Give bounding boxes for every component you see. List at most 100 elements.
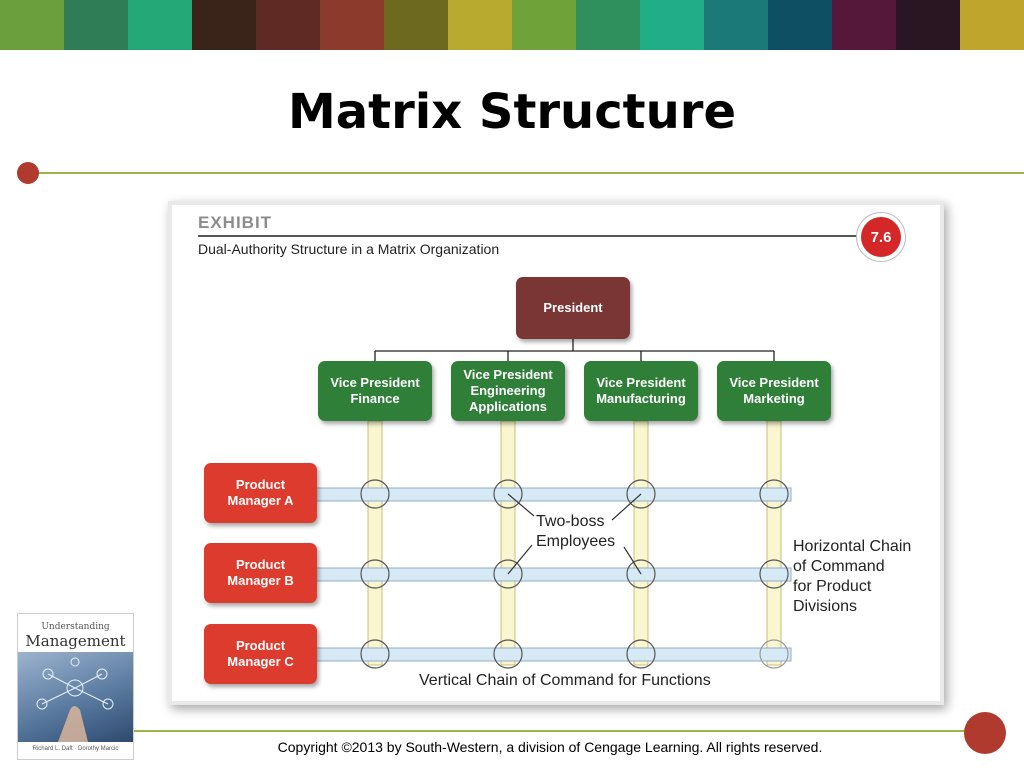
band-segment — [512, 0, 576, 50]
text-line: Vice President — [596, 375, 686, 390]
text-line: of Command — [793, 558, 885, 575]
band-segment — [64, 0, 128, 50]
text-line: Vice President — [729, 375, 819, 390]
band-segment — [128, 0, 192, 50]
title-bullet-dot — [17, 162, 39, 184]
text-line: Divisions — [793, 598, 858, 615]
text-line: Applications — [468, 399, 547, 414]
book-cover-title: Management — [25, 632, 126, 650]
band-segment — [768, 0, 832, 50]
book-cover-art — [18, 652, 133, 742]
two-boss-node-b3 — [626, 559, 656, 589]
text-line: Finance — [350, 391, 400, 406]
exhibit-subtitle: Dual-Authority Structure in a Matrix Org… — [198, 241, 500, 257]
header-color-band — [0, 0, 1024, 50]
book-cover-network-icon — [36, 657, 114, 742]
band-segment — [192, 0, 256, 50]
two-boss-node-a1 — [360, 479, 390, 509]
book-cover: Understanding Management Richard L. Daft… — [17, 613, 134, 760]
copyright-notice: Copyright ©2013 by South-Western, a divi… — [277, 739, 823, 755]
two-boss-node-c4 — [759, 639, 789, 669]
band-segment — [704, 0, 768, 50]
text-line: Engineering — [470, 383, 546, 398]
band-segment — [832, 0, 896, 50]
band-segment — [0, 0, 64, 50]
text-line: Two-boss — [536, 513, 605, 530]
text-line: Product — [235, 638, 286, 653]
exhibit-divider — [198, 235, 863, 237]
president-box: President — [516, 277, 630, 339]
book-cover-subtitle: Understanding — [41, 622, 110, 632]
footer-divider — [134, 730, 966, 732]
vertical-chain-label: Vertical Chain of Command for Functions — [419, 672, 711, 689]
two-boss-node-c2 — [493, 639, 523, 669]
slide-title: Matrix Structure — [287, 84, 737, 140]
band-segment — [960, 0, 1024, 50]
band-segment — [640, 0, 704, 50]
vertical-band-marketing — [766, 420, 782, 666]
pointer-a2 — [507, 493, 535, 517]
exhibit-panel: EXHIBIT Dual-Authority Structure in a Ma… — [172, 205, 940, 701]
text-line: Employees — [536, 533, 616, 550]
footer-dot — [964, 712, 1006, 754]
book-cover-authors: Richard L. Daft · Dorothy Marcic — [32, 746, 119, 752]
text-line: Manager C — [227, 654, 294, 669]
text-line: Horizontal Chain — [793, 538, 912, 555]
pointer-a3 — [611, 493, 642, 521]
pointer-b2 — [507, 544, 533, 575]
two-boss-node-b1 — [360, 559, 390, 589]
band-segment — [576, 0, 640, 50]
horizontal-band-a — [315, 487, 792, 502]
text-line: Marketing — [743, 391, 805, 406]
two-boss-node-b2 — [493, 559, 523, 589]
band-segment — [320, 0, 384, 50]
president-label: President — [543, 300, 603, 315]
band-segment — [448, 0, 512, 50]
two-boss-node-c3 — [626, 639, 656, 669]
horizontal-band-c — [315, 647, 792, 662]
two-boss-node-a2 — [493, 479, 523, 509]
two-boss-node-c1 — [360, 639, 390, 669]
band-segment — [896, 0, 960, 50]
text-line: Manager A — [227, 493, 294, 508]
exhibit-number: 7.6 — [861, 217, 901, 257]
pointer-b3 — [623, 546, 642, 575]
vertical-band-engineering — [500, 420, 516, 666]
matrix-diagram — [315, 339, 792, 669]
text-line: for Product — [793, 578, 872, 595]
band-segment — [384, 0, 448, 50]
exhibit-number-badge: 7.6 — [856, 212, 906, 262]
title-divider — [38, 172, 1024, 174]
text-line: Product — [235, 557, 286, 572]
text-line: Vice President — [330, 375, 420, 390]
two-boss-node-a3 — [626, 479, 656, 509]
two-boss-node-a4 — [759, 479, 789, 509]
vertical-band-manufacturing — [633, 420, 649, 666]
text-line: Manufacturing — [596, 391, 686, 406]
exhibit-label: EXHIBIT — [198, 213, 273, 232]
text-line: Product — [235, 477, 286, 492]
text-line: Vice President — [463, 367, 553, 382]
vertical-band-finance — [367, 420, 383, 666]
two-boss-node-b4 — [759, 559, 789, 589]
horizontal-band-b — [315, 567, 792, 582]
text-line: Manager B — [227, 573, 294, 588]
